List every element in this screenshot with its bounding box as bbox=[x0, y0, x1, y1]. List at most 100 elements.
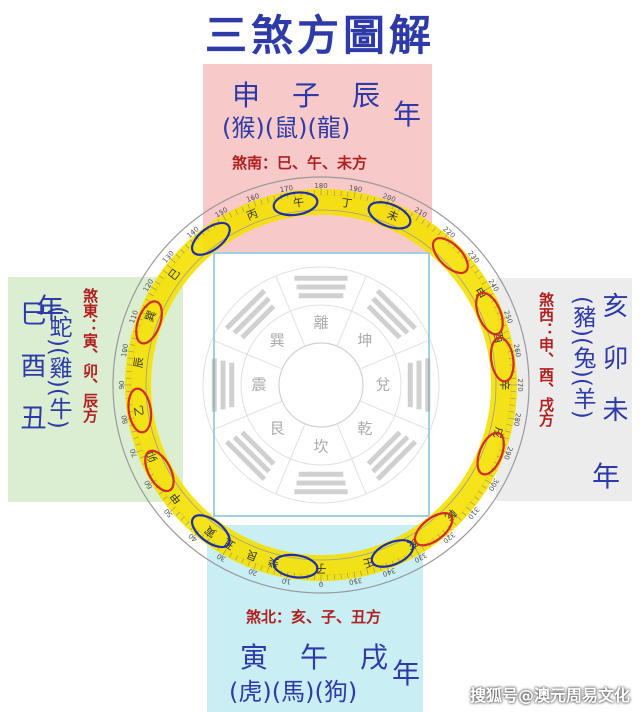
degree-tick bbox=[167, 501, 172, 506]
top-branches: 申 子 辰 bbox=[232, 79, 383, 112]
top-animals: (猴)(鼠)(龍) bbox=[222, 114, 351, 142]
degree-tick bbox=[130, 344, 136, 346]
degree-tick bbox=[508, 349, 519, 353]
degree-tick bbox=[163, 496, 168, 500]
degree-tick bbox=[488, 473, 494, 477]
bagua-label: 坤 bbox=[357, 332, 372, 350]
bottom-sha: 煞北：亥、子、丑方 bbox=[246, 608, 382, 626]
mountain-char: 子 bbox=[316, 562, 327, 575]
degree-tick bbox=[155, 281, 161, 285]
degree-tick bbox=[131, 430, 137, 433]
degree-tick bbox=[167, 264, 172, 269]
right-year: 年 bbox=[592, 460, 621, 493]
degree-label: 70 bbox=[129, 448, 140, 459]
sector-spoke bbox=[359, 339, 431, 370]
band-inner-ring bbox=[145, 209, 497, 561]
degree-tick bbox=[499, 449, 510, 454]
highlight-ellipse bbox=[370, 539, 415, 568]
degree-tick bbox=[466, 506, 475, 514]
degree-tick bbox=[347, 573, 349, 579]
degree-tick bbox=[163, 270, 168, 274]
degree-label: 180 bbox=[314, 182, 327, 190]
degree-tick bbox=[485, 284, 495, 291]
left-year: 年 bbox=[36, 292, 65, 325]
trigram-bar bbox=[375, 439, 418, 482]
center-circle bbox=[278, 342, 364, 428]
degree-tick bbox=[474, 496, 479, 500]
degree-label: 40 bbox=[187, 532, 199, 544]
degree-label: 350 bbox=[348, 576, 363, 586]
degree-tick bbox=[135, 443, 141, 446]
highlight-ellipses bbox=[127, 191, 515, 579]
sector-spoke bbox=[211, 339, 283, 370]
degree-tick bbox=[421, 219, 425, 225]
sector-spoke bbox=[359, 400, 431, 431]
degree-tick bbox=[503, 330, 509, 333]
degree-tick bbox=[235, 209, 238, 215]
degree-tick bbox=[437, 231, 442, 236]
degree-label: 90 bbox=[118, 381, 126, 390]
mountain-char: 艮 bbox=[245, 547, 260, 563]
degree-tick bbox=[185, 244, 190, 249]
degree-tick bbox=[385, 196, 390, 207]
degree-tick bbox=[360, 570, 362, 576]
degree-tick bbox=[409, 212, 413, 218]
outer-ring bbox=[112, 176, 530, 594]
degree-tick bbox=[140, 455, 145, 459]
degree-label: 20 bbox=[247, 567, 258, 578]
degree-tick bbox=[285, 572, 289, 583]
degree-tick bbox=[131, 337, 137, 340]
degree-tick bbox=[470, 264, 475, 269]
degree-tick bbox=[192, 231, 200, 240]
degree-label: 0 bbox=[319, 580, 323, 588]
degree-tick bbox=[148, 293, 154, 297]
trigram-bar bbox=[375, 288, 418, 331]
bagua-label: 巽 bbox=[270, 332, 285, 350]
degree-tick bbox=[503, 437, 509, 440]
trigram-lines bbox=[211, 275, 431, 495]
degree-tick bbox=[366, 195, 369, 201]
degree-tick bbox=[273, 195, 276, 201]
degree-tick bbox=[266, 197, 269, 203]
trigram-bar bbox=[240, 304, 276, 340]
highlight-ellipse bbox=[127, 387, 153, 434]
degree-tick bbox=[252, 196, 257, 207]
degree-tick bbox=[167, 256, 176, 264]
degree-tick bbox=[373, 197, 376, 203]
right-sha: 煞西：申、酉、戌方 bbox=[537, 292, 555, 427]
degree-tick bbox=[353, 187, 357, 198]
mountain-char: 午 bbox=[292, 196, 305, 210]
mountain-char: 未 bbox=[385, 208, 400, 224]
degree-tick bbox=[260, 565, 263, 571]
degree-tick bbox=[192, 530, 200, 539]
degree-label: 190 bbox=[348, 184, 363, 194]
degree-tick bbox=[180, 249, 185, 254]
highlight-ellipse bbox=[431, 237, 469, 275]
degree-tick bbox=[505, 430, 511, 433]
highlight-ellipse bbox=[272, 191, 319, 217]
degree-tick bbox=[373, 567, 376, 573]
degree-tick bbox=[347, 191, 349, 197]
highlight-ellipse bbox=[190, 514, 231, 549]
highlight-ellipse bbox=[135, 300, 163, 345]
degree-label: 10 bbox=[281, 576, 291, 585]
degree-tick bbox=[509, 411, 515, 413]
degree-tick bbox=[415, 549, 422, 559]
mountain-char: 辰 bbox=[132, 356, 146, 369]
right-panel bbox=[496, 278, 632, 501]
degree-tick bbox=[175, 511, 181, 516]
degree-tick bbox=[185, 521, 190, 526]
mountain-char: 巽 bbox=[143, 309, 159, 324]
highlight-ellipse bbox=[367, 201, 412, 230]
highlight-ellipse bbox=[144, 449, 175, 493]
degree-tick bbox=[353, 572, 357, 583]
trigram-bar bbox=[240, 430, 276, 466]
bagua-label: 乾 bbox=[357, 419, 372, 437]
degree-tick bbox=[452, 521, 457, 526]
degree-tick bbox=[461, 511, 467, 516]
trigram-bar bbox=[232, 296, 271, 335]
